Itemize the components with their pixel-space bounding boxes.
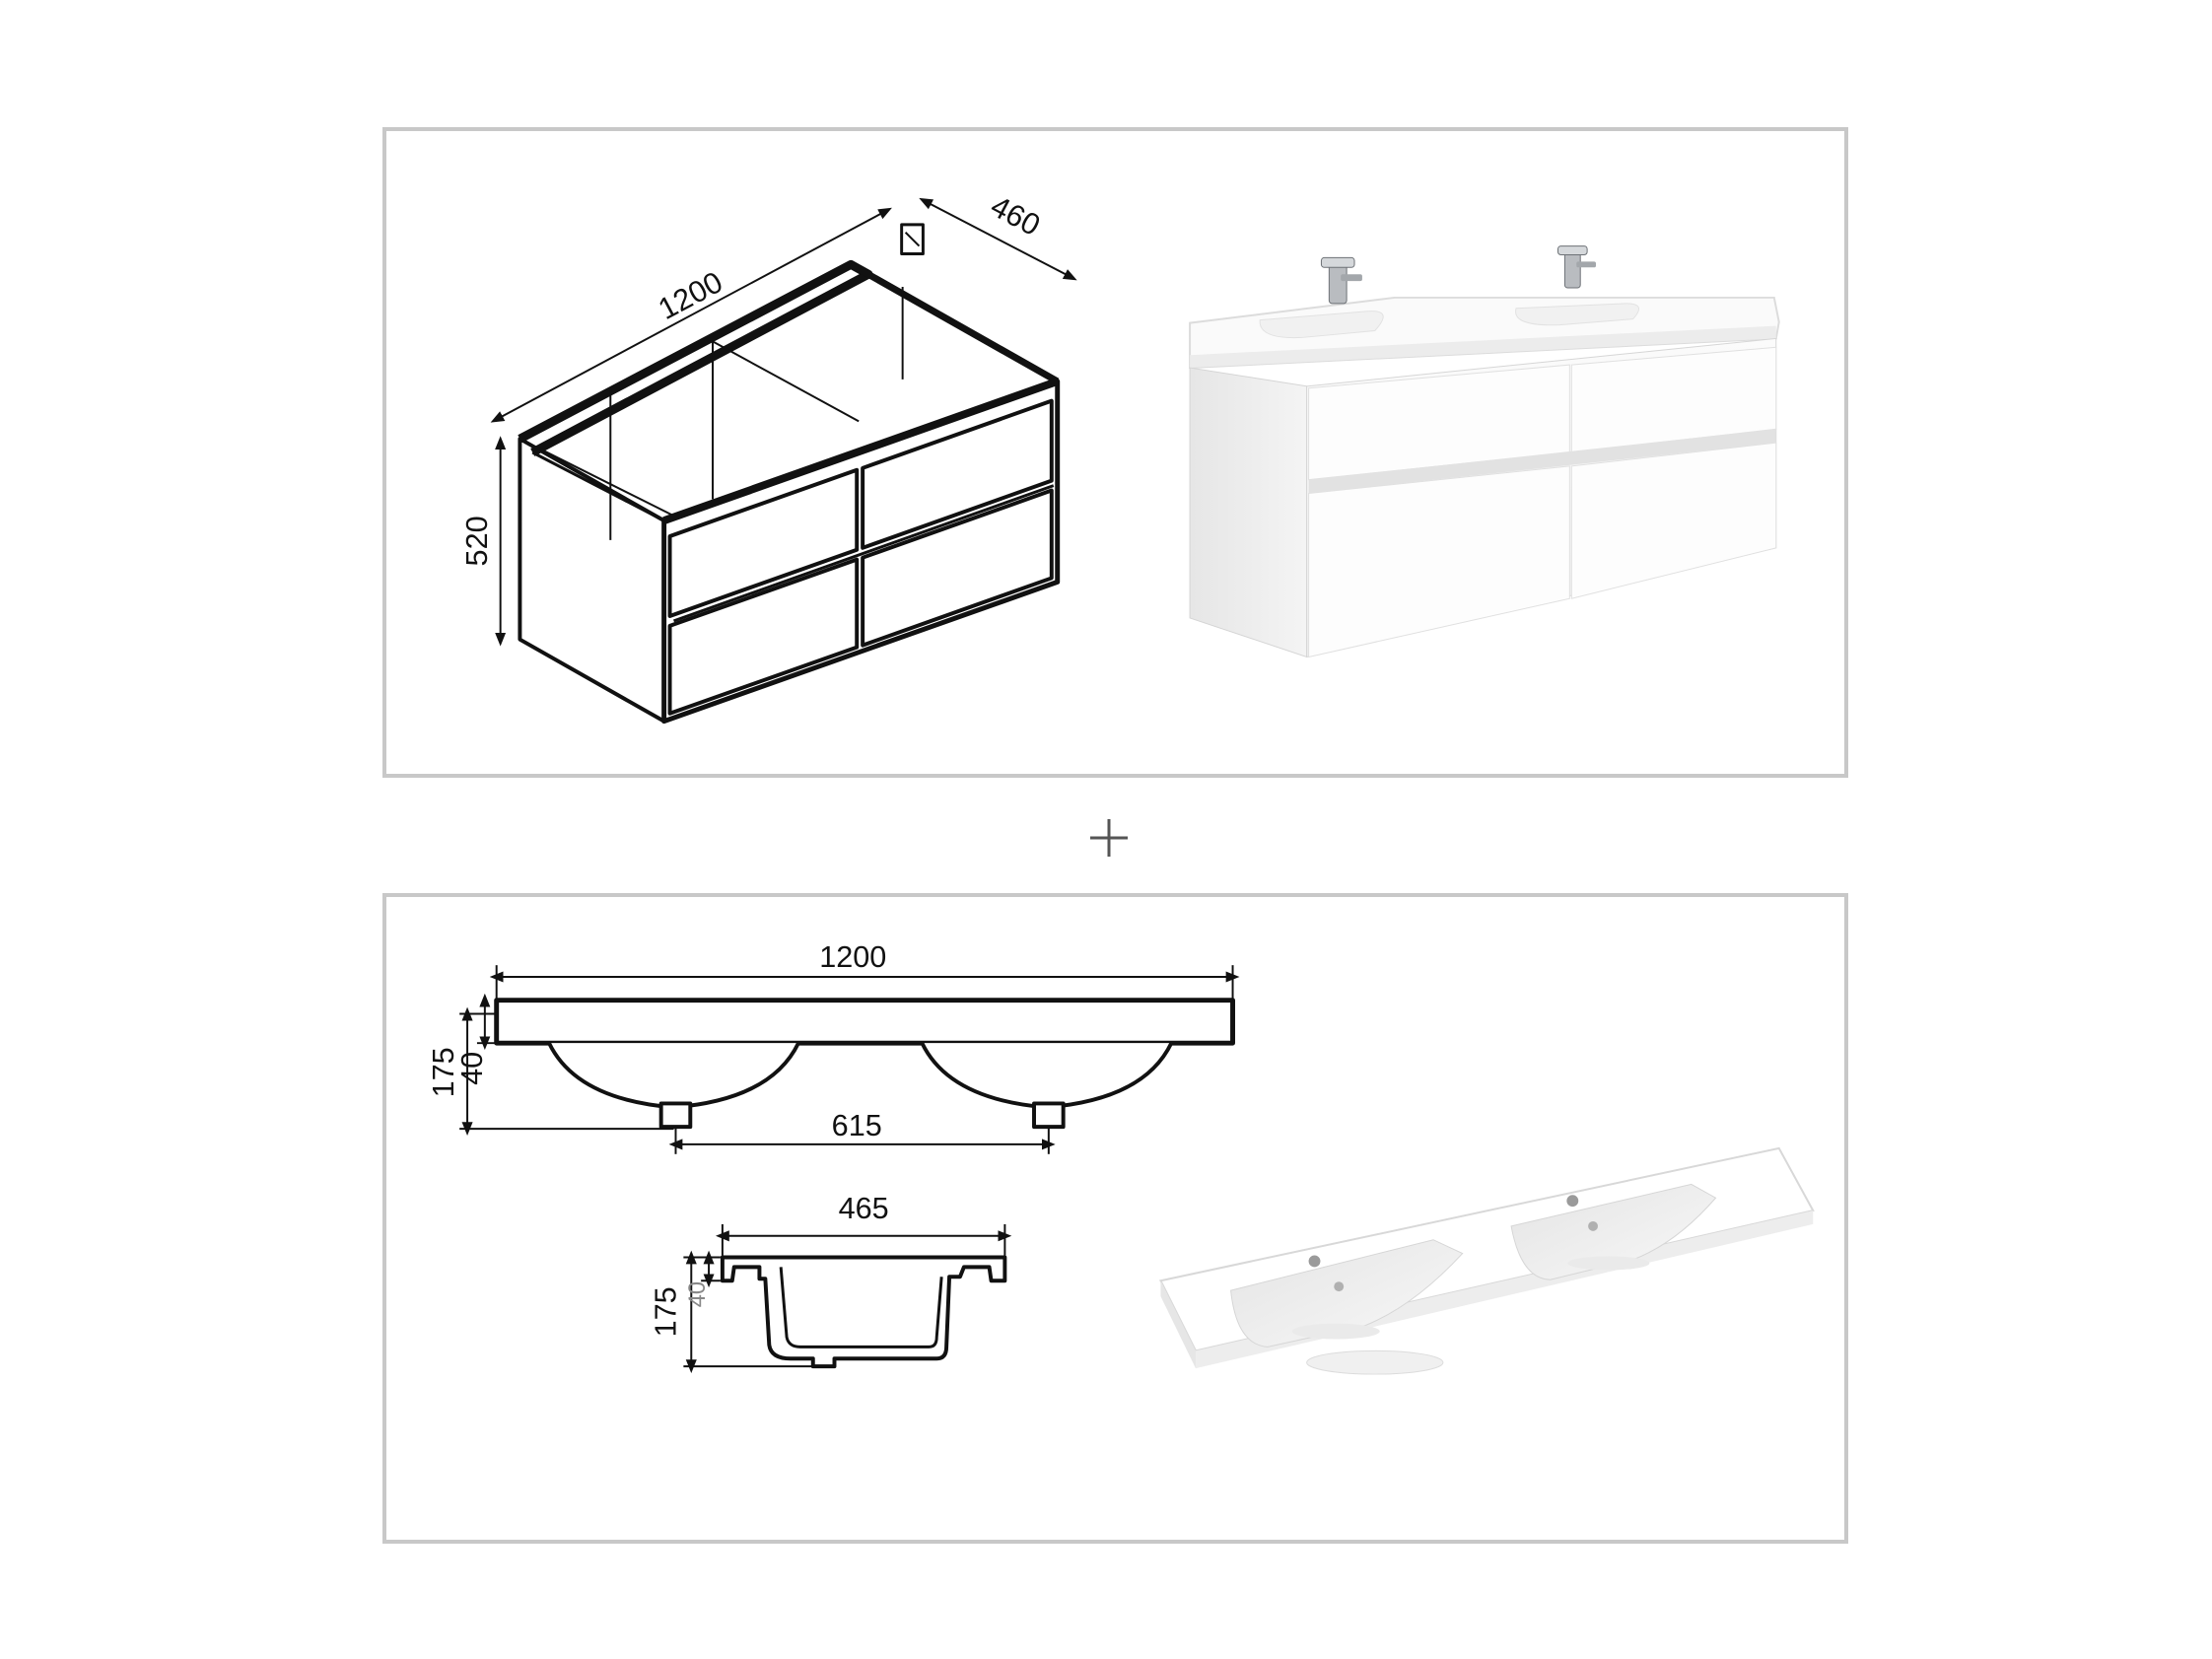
cabinet-photo-side (1189, 367, 1308, 658)
drawer-upper-left (667, 467, 860, 618)
dim-label-top-thickness: 40 (455, 1052, 489, 1085)
dim-label-side-thickness: 40 (685, 1281, 711, 1307)
dim-label-height: 520 (460, 516, 494, 566)
basin-photo-tap-hole-left (1308, 1255, 1321, 1268)
cabinet-inner-back-bottom (536, 447, 674, 518)
cabinet-panel: 1200 460 520 (382, 127, 1848, 778)
cabinet-front-top-rail (662, 378, 1060, 524)
cabinet-top-left-edge (531, 450, 665, 522)
dim-label-basin-width: 1200 (819, 940, 886, 974)
cabinet-photo-basin-left (1259, 311, 1384, 339)
basin-front-bowl-right (920, 1042, 1174, 1110)
basin-front-drain-left (658, 1101, 693, 1130)
basin-photo-tap-hole-right (1566, 1195, 1579, 1208)
basin-panel: 1200 615 175 40 465 175 40 (382, 893, 1848, 1544)
basin-photo-bowl-right (1510, 1183, 1717, 1280)
plus-icon (1090, 819, 1128, 857)
dim-label-basin-depth: 465 (839, 1192, 889, 1225)
cabinet-photo-drawer-br (1570, 442, 1777, 599)
cabinet-inner-divider-top (712, 340, 860, 423)
cabinet-photo-basin-right (1515, 303, 1640, 326)
cabinet-line-drawing (518, 223, 1061, 725)
dim-label-drain-spacing: 615 (832, 1109, 882, 1142)
drawer-lower-right (861, 488, 1054, 648)
basin-front-bowl-left (547, 1042, 800, 1110)
basin-front-slab (494, 998, 1236, 1046)
dim-label-side-height: 175 (649, 1286, 682, 1337)
dim-label-basin-height: 175 (427, 1047, 460, 1097)
drawer-lower-left (667, 557, 860, 716)
cabinet-side-panel (518, 437, 666, 724)
drawer-upper-right (861, 398, 1054, 550)
cabinet-panel-canvas: 1200 460 520 (460, 189, 1780, 725)
tap-right-icon (1556, 245, 1597, 289)
basin-side-drawing (720, 1255, 1007, 1369)
dim-label-width: 1200 (653, 265, 727, 326)
dim-label-depth: 460 (985, 189, 1045, 242)
basin-front-drain-right (1032, 1101, 1066, 1130)
basin-photo-underside (1306, 1349, 1444, 1375)
dim-line-width (490, 207, 892, 423)
basin-panel-canvas: 1200 615 175 40 465 175 40 (427, 940, 1815, 1375)
cabinet-front-face (661, 379, 1061, 725)
drawer-handle-groove (672, 484, 1055, 623)
basin-photo-overflow-right (1588, 1220, 1598, 1231)
cabinet-dimensions (490, 197, 1077, 647)
basin-photo-bowl-left (1230, 1239, 1464, 1348)
basin-front-drawing (494, 998, 1236, 1130)
tap-left-icon (1320, 256, 1362, 305)
cabinet-photo (1189, 245, 1780, 658)
dim-line-depth (919, 197, 1077, 281)
basin-side-dimensions (683, 1223, 1012, 1374)
basin-photo (1158, 1146, 1815, 1375)
basin-photo-overflow-left (1334, 1281, 1345, 1292)
cabinet-top-right-edge (849, 261, 1060, 384)
basin-front-dimensions (459, 965, 1240, 1154)
cabinet-photo-drawer-bl (1308, 465, 1570, 658)
